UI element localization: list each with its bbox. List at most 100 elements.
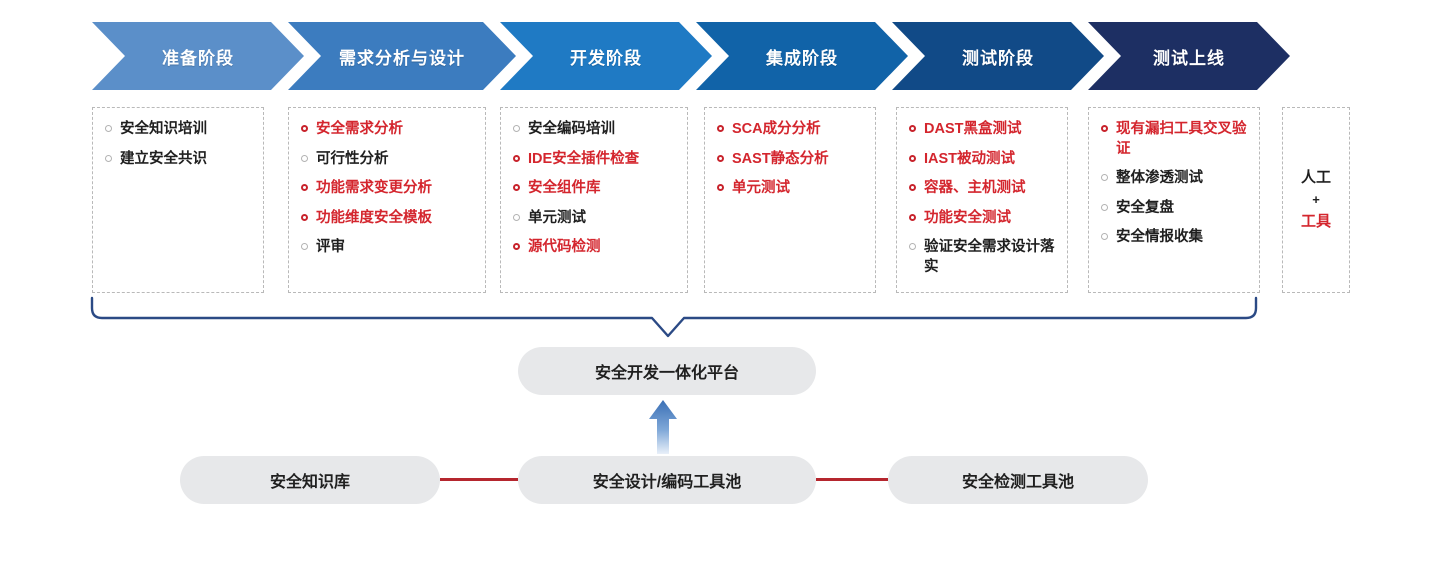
activity-box-integration: SCA成分分析 SAST静态分析单元测试 [704, 107, 876, 293]
activity-item: 安全需求分析 [301, 120, 475, 140]
stage-arrow-preparation[interactable]: 准备阶段 [92, 22, 304, 90]
hollow-circle-bullet-icon [1101, 174, 1108, 182]
tool-pool-design-coding[interactable]: 安全设计/编码工具池 [518, 456, 816, 504]
activity-item-label: 源代码检测 [528, 239, 601, 256]
hollow-circle-bullet-icon [513, 184, 520, 192]
hollow-circle-bullet-icon [717, 154, 724, 162]
activity-item: 单元测试 [513, 209, 677, 229]
activity-item-label: 安全复盘 [1116, 199, 1174, 216]
hollow-circle-bullet-icon [909, 154, 916, 162]
activity-box-release: 现有漏扫工具交叉验证整体渗透测试安全复盘安全情报收集 [1088, 107, 1260, 293]
activity-item-label: 容器、主机测试 [924, 180, 1026, 197]
activity-item: 容器、主机测试 [909, 179, 1057, 199]
stage-arrow-label: 准备阶段 [162, 48, 234, 68]
up-arrow-icon [649, 400, 677, 454]
activity-item-label: 现有漏扫工具交叉验证 [1116, 121, 1247, 157]
brace-bracket-icon [90, 296, 1258, 338]
activity-item: 功能需求变更分析 [301, 179, 475, 199]
hollow-circle-bullet-icon [1101, 233, 1108, 241]
hollow-circle-bullet-icon [513, 213, 520, 221]
hollow-circle-bullet-icon [513, 125, 520, 132]
platform-pill[interactable]: 安全开发一体化平台 [518, 347, 816, 395]
activity-item: 现有漏扫工具交叉验证 [1101, 120, 1249, 159]
activity-item: 安全情报收集 [1101, 228, 1249, 248]
activity-item: 评审 [301, 238, 475, 258]
hollow-circle-bullet-icon [301, 243, 308, 251]
activity-item: 可行性分析 [301, 150, 475, 170]
hollow-circle-bullet-icon [1101, 125, 1108, 132]
activity-item: 安全编码培训 [513, 120, 677, 140]
hollow-circle-bullet-icon [717, 184, 724, 192]
hollow-circle-bullet-icon [513, 154, 520, 162]
activity-item-label: IDE安全插件检查 [528, 150, 640, 167]
activity-box-preparation: 安全知识培训建立安全共识 [92, 107, 264, 293]
hollow-circle-bullet-icon [105, 154, 112, 162]
tool-pool-label: 安全知识库 [269, 474, 350, 491]
stage-arrow-band: 准备阶段 需求分析与设计 开发阶段 集成阶段 测试阶段 测试上线 [0, 0, 1441, 100]
hollow-circle-bullet-icon [513, 243, 520, 251]
activity-item: 建立安全共识 [105, 150, 253, 170]
stage-arrow-label: 测试上线 [1153, 48, 1225, 68]
activity-item-label: IAST被动测试 [924, 150, 1016, 167]
plus-sign: + [1312, 191, 1320, 207]
activity-item-label: 功能安全测试 [924, 209, 1011, 226]
activity-item: 功能安全测试 [909, 209, 1057, 229]
activity-box-testing: DAST黑盒测试 IAST被动测试容器、主机测试功能安全测试验证安全需求设计落实 [896, 107, 1068, 293]
activity-box-requirements-design: 安全需求分析可行性分析功能需求变更分析功能维度安全模板评审 [288, 107, 486, 293]
tools-label: 工具 [1300, 213, 1331, 231]
tool-pool-detection[interactable]: 安全检测工具池 [888, 456, 1148, 504]
activity-item: 整体渗透测试 [1101, 169, 1249, 189]
tool-pool-label: 安全检测工具池 [961, 474, 1074, 491]
activity-item-label: 单元测试 [528, 209, 586, 226]
activity-item-label: 安全组件库 [528, 180, 601, 197]
activity-item: SCA成分分析 [717, 120, 865, 140]
activity-item: 功能维度安全模板 [301, 209, 475, 229]
activity-item: 安全组件库 [513, 179, 677, 199]
activity-item-label: 安全需求分析 [316, 121, 403, 137]
activity-item: 安全知识培训 [105, 120, 253, 140]
tool-pool-label: 安全设计/编码工具池 [592, 474, 742, 491]
activity-item: 源代码检测 [513, 238, 677, 258]
connector-line-left [440, 478, 518, 481]
stage-arrow-release[interactable]: 测试上线 [1088, 22, 1290, 90]
stage-arrow-development[interactable]: 开发阶段 [500, 22, 712, 90]
hollow-circle-bullet-icon [105, 125, 112, 132]
stage-arrow-requirements-design[interactable]: 需求分析与设计 [288, 22, 516, 90]
hollow-circle-bullet-icon [301, 213, 308, 221]
activity-item-label: 功能维度安全模板 [316, 209, 432, 226]
activity-item-label: 可行性分析 [316, 150, 389, 167]
activity-item: DAST黑盒测试 [909, 120, 1057, 140]
manual-and-tools-box: 人工 + 工具 [1282, 107, 1350, 293]
stage-arrow-label: 集成阶段 [766, 48, 838, 68]
activity-item-label: DAST黑盒测试 [924, 121, 1022, 137]
platform-label: 安全开发一体化平台 [594, 365, 739, 382]
activity-item-label: 整体渗透测试 [1116, 170, 1203, 187]
hollow-circle-bullet-icon [301, 125, 308, 132]
hollow-circle-bullet-icon [301, 154, 308, 162]
activity-item-label: 评审 [316, 239, 345, 256]
connector-line-right [816, 478, 888, 481]
hollow-circle-bullet-icon [909, 125, 916, 132]
activity-item-label: 安全情报收集 [1116, 229, 1203, 246]
activity-item-label: 建立安全共识 [120, 150, 207, 167]
stage-arrow-integration[interactable]: 集成阶段 [696, 22, 908, 90]
activity-item-label: 单元测试 [732, 180, 790, 197]
activity-item-label: 安全知识培训 [120, 121, 207, 137]
hollow-circle-bullet-icon [301, 184, 308, 192]
hollow-circle-bullet-icon [909, 213, 916, 221]
activity-item-label: 功能需求变更分析 [316, 180, 432, 197]
stage-arrow-label: 测试阶段 [962, 48, 1034, 68]
activity-item: IAST被动测试 [909, 150, 1057, 170]
activity-item: 验证安全需求设计落实 [909, 238, 1057, 277]
activity-item-label: SAST静态分析 [732, 150, 829, 167]
activity-box-development: 安全编码培训 IDE安全插件检查安全组件库单元测试源代码检测 [500, 107, 688, 293]
tool-pool-knowledge-base[interactable]: 安全知识库 [180, 456, 440, 504]
activity-item: 单元测试 [717, 179, 865, 199]
stage-arrow-testing[interactable]: 测试阶段 [892, 22, 1104, 90]
activity-item-label: 验证安全需求设计落实 [924, 239, 1055, 275]
activity-item-label: SCA成分分析 [732, 121, 821, 137]
activity-item: SAST静态分析 [717, 150, 865, 170]
activity-item: 安全复盘 [1101, 199, 1249, 219]
activity-item-label: 安全编码培训 [528, 121, 615, 137]
